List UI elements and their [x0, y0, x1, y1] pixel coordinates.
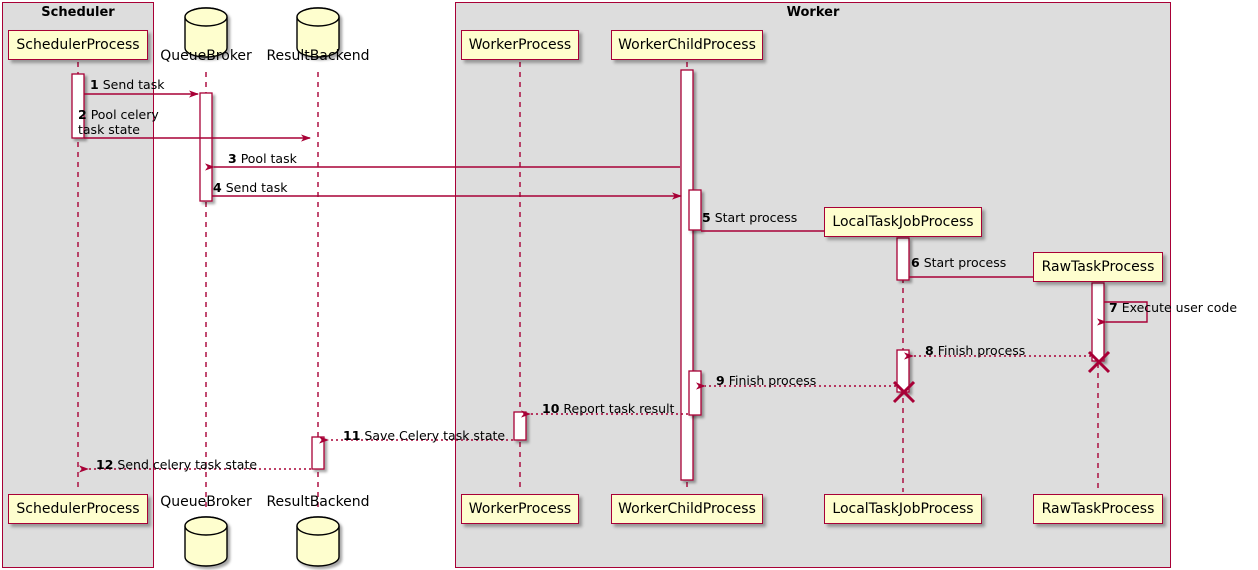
participant-worker-process-bottom[interactable]: WorkerProcess	[461, 494, 579, 524]
message-text-6: Start process	[923, 255, 1007, 270]
participant-local-task-job-process-bottom[interactable]: LocalTaskJobProcess	[824, 494, 982, 524]
db-queue-broker-bottom	[184, 516, 228, 567]
message-text-8: Finish process	[937, 343, 1026, 358]
participant-raw-task-process-top[interactable]: RawTaskProcess	[1033, 252, 1163, 282]
activation-raw-task-process	[1091, 282, 1105, 362]
message-number-3: 3	[228, 151, 237, 166]
group-title-scheduler: Scheduler	[41, 5, 115, 20]
message-label-7: 7 Execute user code	[1109, 301, 1237, 315]
activation-worker-process	[513, 411, 527, 441]
message-label-10: 10 Report task result	[542, 402, 674, 416]
message-number-2: 2	[78, 107, 87, 122]
message-number-10: 10	[542, 401, 560, 416]
message-number-7: 7	[1109, 300, 1118, 315]
message-label-1: 1 Send task	[90, 78, 164, 92]
lifelines	[77, 62, 1099, 508]
message-label-11: 11 Save Celery task state	[343, 429, 505, 443]
message-label-3: 3 Pool task	[228, 152, 297, 166]
participant-queue-broker-label-top: QueueBroker	[160, 48, 252, 64]
participant-raw-task-process-bottom[interactable]: RawTaskProcess	[1033, 494, 1163, 524]
participant-worker-child-process-top[interactable]: WorkerChildProcess	[611, 30, 763, 60]
message-text-4: Send task	[225, 180, 288, 195]
message-number-8: 8	[925, 343, 934, 358]
destroy-x-raw-task-process	[1087, 350, 1111, 374]
message-text-7: Execute user code	[1121, 300, 1238, 315]
participant-local-task-job-process-top[interactable]: LocalTaskJobProcess	[824, 207, 982, 237]
message-number-12: 12	[96, 457, 114, 472]
participant-queue-broker-label-bottom: QueueBroker	[160, 494, 252, 510]
message-text-12: Send celery task state	[117, 457, 258, 472]
message-text-3: Pool task	[240, 151, 297, 166]
participant-worker-process-top[interactable]: WorkerProcess	[461, 30, 579, 60]
message-number-6: 6	[911, 255, 920, 270]
activation-worker-child-process-nested-2	[688, 370, 702, 416]
activation-worker-child-process-main	[680, 69, 694, 481]
destroy-x-local-task-job-process	[892, 380, 916, 404]
message-text-9: Finish process	[728, 373, 817, 388]
db-queue-broker-top	[184, 7, 228, 58]
message-number-9: 9	[716, 373, 725, 388]
participant-scheduler-process-bottom[interactable]: SchedulerProcess	[8, 494, 148, 524]
activation-worker-child-process-nested-1	[688, 189, 702, 231]
message-label-9: 9 Finish process	[716, 374, 816, 388]
message-number-5: 5	[702, 210, 711, 225]
message-label-2: 2 Pool celery task state	[78, 107, 170, 137]
activation-scheduler-process	[71, 73, 85, 139]
message-number-4: 4	[213, 180, 222, 195]
activation-result-backend	[311, 436, 325, 470]
message-text-5: Start process	[714, 210, 798, 225]
message-text-1: Send task	[102, 77, 165, 92]
participant-result-backend-label-bottom: ResultBackend	[266, 494, 370, 510]
message-label-6: 6 Start process	[911, 256, 1006, 270]
activation-queue-broker	[199, 92, 213, 202]
group-title-worker: Worker	[786, 5, 840, 20]
message-label-5: 5 Start process	[702, 211, 797, 225]
message-number-1: 1	[90, 77, 99, 92]
participant-result-backend-label-top: ResultBackend	[266, 48, 370, 64]
arrow-msg-7	[1097, 301, 1148, 326]
group-box-worker	[455, 2, 1171, 568]
destroy-markers	[892, 350, 1111, 404]
activation-local-task-job-process-1	[896, 237, 910, 281]
db-result-backend-bottom	[296, 516, 340, 567]
message-label-12: 12 Send celery task state	[96, 458, 257, 472]
message-text-11: Save Celery task state	[364, 428, 506, 443]
db-result-backend-top	[296, 7, 340, 58]
activation-bars	[71, 69, 1105, 481]
message-label-4: 4 Send task	[213, 181, 287, 195]
message-text-2: Pool celery task state	[78, 107, 159, 137]
participant-scheduler-process-top[interactable]: SchedulerProcess	[8, 30, 148, 60]
message-label-8: 8 Finish process	[925, 344, 1025, 358]
message-number-11: 11	[343, 428, 361, 443]
database-shapes	[184, 7, 340, 567]
participant-worker-child-process-bottom[interactable]: WorkerChildProcess	[611, 494, 763, 524]
message-text-10: Report task result	[563, 401, 675, 416]
